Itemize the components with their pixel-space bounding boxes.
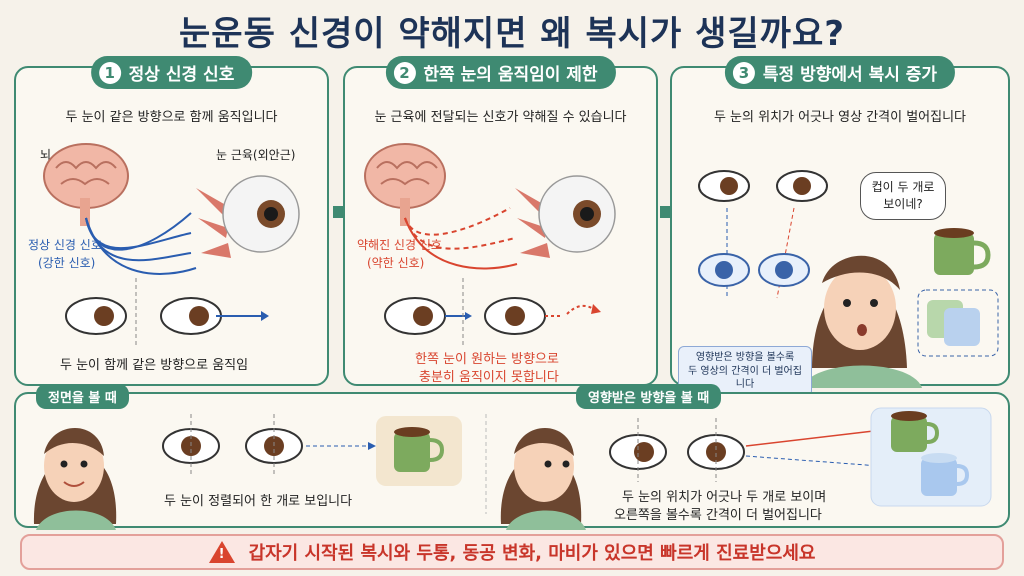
brain-icon	[43, 143, 129, 226]
panel-heading: 2 한쪽 눈의 움직임이 제한	[385, 56, 616, 89]
panel-caption: 두 눈이 함께 같은 방향으로 움직임	[60, 358, 249, 373]
bubble-line1: 컵이 두 개로	[871, 180, 935, 194]
affected-caption-line2: 오른쪽을 볼수록 간격이 더 벌어집니다	[614, 508, 822, 523]
panel-double-vision: 3 특정 방향에서 복시 증가 두 눈의 위치가 어긋나 영상 간격이 벌어집니…	[670, 56, 1010, 397]
speech-bubble: 컵이 두 개로 보이네?	[860, 172, 946, 220]
front-view-tag: 정면을 볼 때	[36, 384, 129, 409]
weak-signal-strength-label: (약한 신호)	[367, 256, 425, 270]
eyes-one-limited-icon	[384, 278, 601, 348]
panel-subtitle: 두 눈이 같은 방향으로 함께 움직입니다	[65, 110, 278, 125]
panel-subtitle: 두 눈의 위치가 어긋나 영상 간격이 벌어집니다	[713, 110, 967, 125]
panel-limited-movement: 2 한쪽 눈의 움직임이 제한 눈 근육에 전달되는 신호가 약해질 수 있습니…	[343, 56, 658, 386]
comparison-panel: 정면을 볼 때 영향받은 방향을 볼 때	[14, 384, 1010, 530]
signal-label: 정상 신경 신호	[28, 238, 102, 252]
aligned-eyes-icon	[162, 414, 376, 476]
panel-subtitle: 눈 근육에 전달되는 신호가 약해질 수 있습니다	[374, 110, 627, 125]
warning-banner: ! 갑자기 시작된 복시와 두통, 동공 변화, 마비가 있으면 빠르게 진료받…	[20, 534, 1004, 570]
panel-heading-text: 특정 방향에서 복시 증가	[762, 65, 938, 85]
affected-direction-tag: 영향받은 방향을 볼 때	[576, 384, 722, 409]
blue-eyes-icon	[698, 253, 810, 287]
note-line1: 영향받은 방향을 볼수록	[695, 352, 795, 363]
brain-icon	[364, 143, 446, 226]
double-cup-icon	[927, 300, 980, 346]
brain-label: 뇌	[40, 148, 52, 162]
double-vision-illustration	[698, 170, 999, 388]
eyes-moving-right-icon	[65, 278, 269, 348]
page-title: 눈운동 신경이 약해지면 왜 복시가 생길까요?	[179, 14, 845, 54]
turned-woman-icon	[500, 427, 586, 530]
normal-signal-illustration	[43, 143, 300, 348]
eyeball-icon	[515, 175, 616, 258]
panel-heading-text: 한쪽 눈의 움직임이 제한	[423, 65, 598, 85]
comparison-illustration	[33, 407, 992, 530]
misaligned-eyes-icon	[609, 418, 914, 482]
brown-eyes-icon	[698, 170, 828, 202]
step-number: 1	[98, 61, 121, 84]
panel-heading: 3 특정 방향에서 복시 증가	[724, 56, 956, 89]
step-number: 3	[732, 61, 755, 84]
panel-normal-signal: 1 정상 신경 신호 두 눈이 같은 방향으로 함께 움직입니다 뇌 눈 근육(…	[14, 56, 329, 386]
confused-woman-icon	[802, 255, 922, 388]
muscle-label: 눈 근육(외안근)	[216, 148, 296, 162]
bubble-line2: 보이네?	[883, 196, 923, 211]
panel-heading-text: 정상 신경 신호	[128, 65, 235, 85]
signal-lines-icon	[85, 212, 197, 275]
eyeball-icon	[196, 175, 300, 258]
weak-signal-label: 약해진 신경 신호	[357, 238, 442, 252]
weak-signal-lines-icon	[404, 207, 518, 270]
step-number: 2	[393, 61, 416, 84]
note-line2: 두 영상의 간격이 더 벌어집니다	[688, 365, 802, 391]
panel-caption-line1: 한쪽 눈이 원하는 방향으로	[415, 352, 559, 367]
affected-caption-line1: 두 눈의 위치가 어긋나 두 개로 보이며	[622, 490, 827, 505]
green-cup-icon	[934, 228, 991, 275]
front-view-caption: 두 눈이 정렬되어 한 개로 보입니다	[164, 494, 353, 509]
panel-heading: 1 정상 신경 신호	[90, 56, 253, 89]
warning-triangle-icon: !	[208, 541, 235, 563]
warning-text: 갑자기 시작된 복시와 두통, 동공 변화, 마비가 있으면 빠르게 진료받으세…	[248, 543, 816, 564]
two-cups-icon	[891, 411, 970, 496]
signal-strength-label: (강한 신호)	[38, 256, 96, 270]
weak-signal-illustration	[364, 143, 616, 348]
single-cup-icon	[376, 416, 462, 486]
smiling-woman-icon	[33, 427, 117, 530]
panel-caption-line2: 충분히 움직이지 못합니다	[419, 370, 559, 385]
